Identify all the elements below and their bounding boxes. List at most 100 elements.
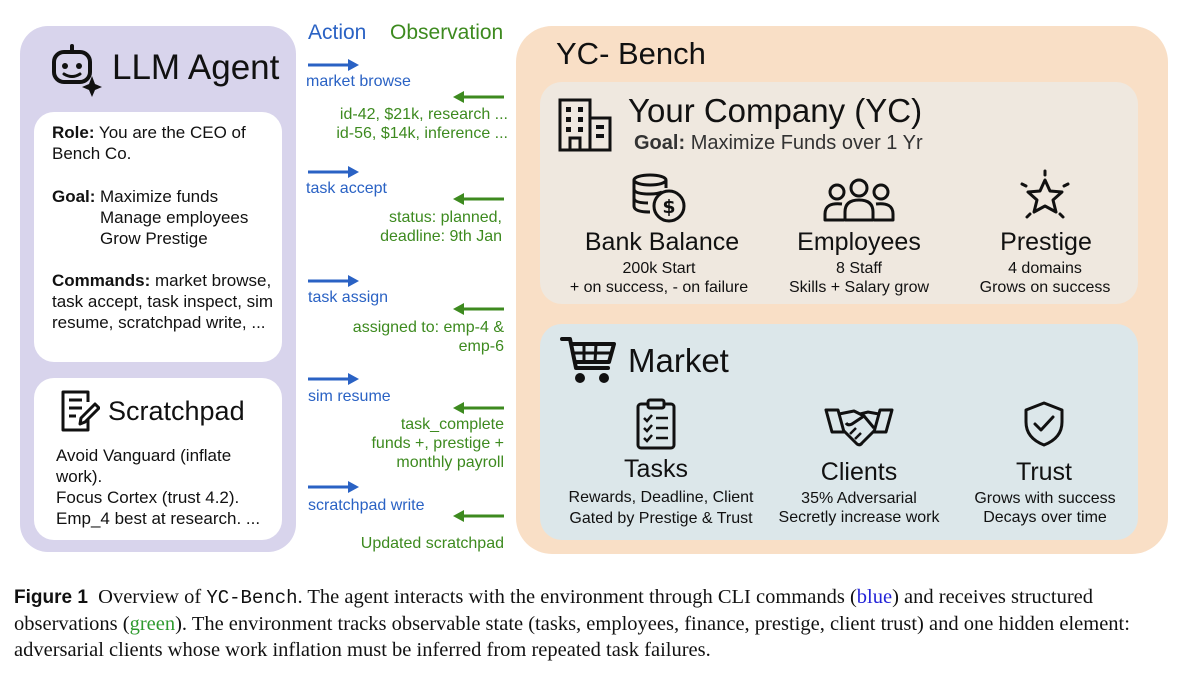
agent-prompt-card [34,112,282,362]
caption-green-word: green [129,613,176,635]
observation-text: task_complete funds +, prestige + monthl… [371,415,504,472]
goal-label-text: Goal: [52,187,96,206]
observation-arrow [453,303,504,315]
star-icon [1020,169,1070,219]
caption-text: Overview of [98,586,202,608]
observation-header: Observation [390,21,504,44]
bank-balance-details: 200k Start + on success, - on failure [570,259,748,297]
stat-line: 8 Staff [836,260,882,277]
figure-label: Figure 1 [14,587,88,608]
action-label: scratchpad write [308,497,425,514]
observation-arrow [453,510,504,522]
observation-line: status: planned, [389,209,502,226]
svg-text:$: $ [662,196,675,218]
observation-text: id-42, $21k, research ... id-56, $14k, i… [336,105,508,143]
observation-line: id-56, $14k, inference ... [336,125,508,142]
figure-caption: Figure 1 Overview of YC-Bench. The agent… [14,584,1190,663]
observation-line: emp-6 [458,338,504,355]
employees-title: Employees [797,228,921,256]
employees-details: 8 Staff Skills + Salary grow [789,259,929,297]
action-header: Action [308,21,367,44]
bench-title: YC- Bench [556,36,706,71]
caption-text: ). The environment tracks observable sta… [14,613,1130,661]
stat-line: 200k Start [622,260,696,277]
goal-item: Maximize funds [100,187,219,206]
scratchpad-note: Emp_4 best at research. ... [56,509,261,528]
observation-line: id-42, $21k, research ... [339,106,508,123]
observation-text: status: planned, deadline: 9th Jan [380,208,502,246]
observation-line: funds +, prestige + [371,435,504,452]
market-title: Market [628,342,729,379]
action-arrow [308,59,359,71]
observation-arrow [453,402,504,414]
company-goal: Goal: Maximize Funds over 1 Yr [634,132,923,155]
scratchpad-note: Focus Cortex (trust 4.2). [56,488,240,507]
market-line: Grows with success [974,490,1116,507]
action-label: market browse [306,73,411,90]
role-label: Role: [52,123,95,142]
clients-title: Clients [820,458,898,486]
shield-check-icon [1024,401,1064,447]
notepad-pencil-icon [61,390,100,432]
goal-item: Grow Prestige [100,229,208,248]
observation-line: task_complete [400,416,504,433]
market-line: Secretly increase work [778,509,940,526]
observation-arrow [453,91,504,103]
agent-title: LLM Agent [112,48,280,87]
coins-dollar-icon: $ [632,173,686,223]
market-line: Rewards, Deadline, Client [568,489,754,506]
action-label: task assign [308,289,389,306]
goal-item: Manage employees [100,208,249,227]
action-arrow [308,373,359,385]
action-label: task accept [306,180,387,197]
stat-line: 4 domains [1008,260,1082,277]
scratchpad-title: Scratchpad [108,396,245,426]
role-text: Role: You are the CEO of Bench Co. [52,122,272,164]
clients-details: 35% Adversarial Secretly increase work [779,489,940,527]
office-building-icon [558,98,612,152]
action-arrow [308,481,359,493]
market-line: Decays over time [983,509,1107,526]
observation-arrow [453,193,504,205]
trust-title: Trust [1015,458,1073,486]
scratchpad-card [34,378,282,540]
clipboard-checklist-icon [636,398,676,450]
scratchpad-note: Avoid Vanguard (inflate work). [56,446,232,486]
observation-line: deadline: 9th Jan [380,228,502,245]
bank-balance-title: Bank Balance [584,228,740,256]
caption-code: YC-Bench [206,587,298,609]
observation-line: Updated scratchpad [360,535,504,552]
action-label: sim resume [308,388,391,405]
goal-list: Maximize funds Manage employees Grow Pre… [100,186,248,249]
commands-text: Commands: market browse, task accept, ta… [52,270,274,333]
observation-text: assigned to: emp-4 & emp-6 [353,318,504,356]
company-goal-value: Maximize Funds over 1 Yr [690,132,923,154]
prestige-details: 4 domains Grows on success [980,259,1111,297]
commands-label: Commands: [52,271,151,290]
company-goal-label: Goal: [634,132,686,154]
robot-sparkle-icon [52,44,102,97]
action-arrow [308,275,359,287]
role-value: You are the CEO of Bench Co. [52,123,246,163]
scratchpad-notes: Avoid Vanguard (inflate work). Focus Cor… [56,445,281,529]
observation-text: Updated scratchpad [361,534,504,553]
observation-line: assigned to: emp-4 & [352,319,504,336]
action-arrow [308,166,359,178]
caption-text: . The agent interacts with the environme… [297,586,857,608]
prestige-title: Prestige [1000,228,1092,256]
caption-text: ) and receives structured observations ( [14,586,1093,635]
handshake-icon [824,408,894,447]
observation-line: monthly payroll [396,454,504,471]
caption-blue-word: blue [856,586,893,608]
stat-line: Skills + Salary grow [788,279,930,296]
commands-value: market browse, task accept, task inspect… [52,271,274,332]
tasks-title: Tasks [624,455,688,483]
people-group-icon [823,178,895,222]
market-line: Gated by Prestige & Trust [569,510,753,527]
goal-label: Goal: [52,186,277,207]
stat-line: + on success, - on failure [569,279,749,296]
tasks-details: Rewards, Deadline, Client Gated by Prest… [569,487,754,529]
trust-details: Grows with success Decays over time [974,489,1115,527]
market-line: 35% Adversarial [801,490,917,507]
company-title: Your Company (YC) [628,92,923,129]
